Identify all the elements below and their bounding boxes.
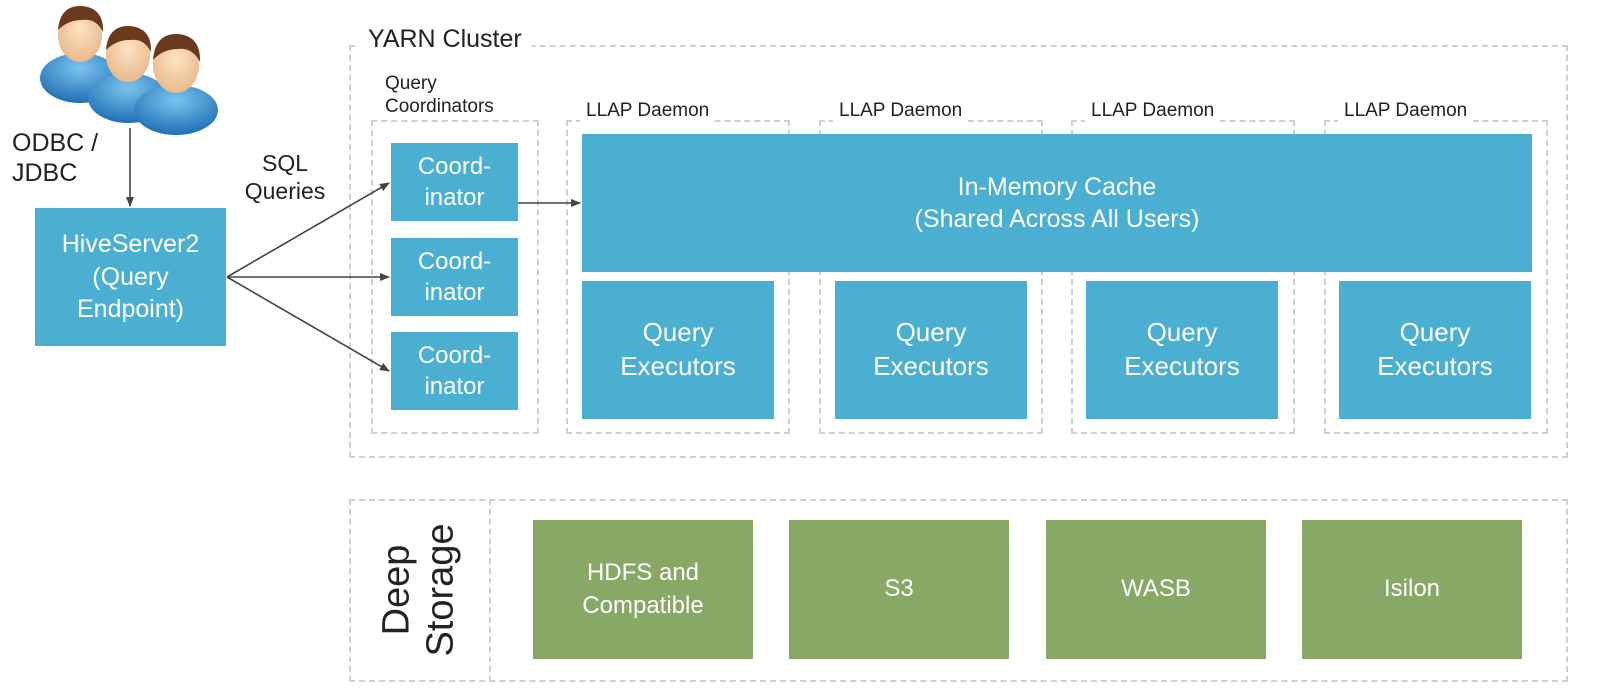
coordinator-box: Coord- inator bbox=[391, 332, 518, 410]
storage-isilon-box: Isilon bbox=[1302, 520, 1522, 659]
storage-wasb-box: WASB bbox=[1046, 520, 1266, 659]
coordinators-title: Query Coordinators bbox=[381, 73, 498, 119]
odbc-jdbc-label: ODBC / JDBC bbox=[12, 129, 99, 187]
deep-storage-container bbox=[349, 499, 1568, 682]
query-executors-box: Query Executors bbox=[1339, 281, 1531, 419]
llap-daemon-label: LLAP Daemon bbox=[1338, 100, 1474, 122]
yarn-cluster-title: YARN Cluster bbox=[358, 24, 532, 54]
query-executors-box: Query Executors bbox=[835, 281, 1027, 419]
llap-daemon-label: LLAP Daemon bbox=[833, 100, 969, 122]
llap-daemon-label: LLAP Daemon bbox=[580, 100, 716, 122]
query-executors-box: Query Executors bbox=[1086, 281, 1278, 419]
sql-queries-label: SQL Queries bbox=[244, 150, 326, 204]
in-memory-cache-box: In-Memory Cache (Shared Across All Users… bbox=[582, 134, 1532, 272]
deep-storage-title: Deep Storage bbox=[375, 523, 461, 657]
hiveserver2-box: HiveServer2 (Query Endpoint) bbox=[35, 208, 226, 346]
users-group-icon bbox=[40, 5, 218, 135]
coordinator-box: Coord- inator bbox=[391, 143, 518, 221]
query-executors-box: Query Executors bbox=[582, 281, 774, 419]
storage-s3-box: S3 bbox=[789, 520, 1009, 659]
coordinator-box: Coord- inator bbox=[391, 238, 518, 316]
llap-daemon-label: LLAP Daemon bbox=[1085, 100, 1221, 122]
deep-storage-divider bbox=[489, 499, 491, 682]
storage-hdfs-box: HDFS and Compatible bbox=[533, 520, 753, 659]
